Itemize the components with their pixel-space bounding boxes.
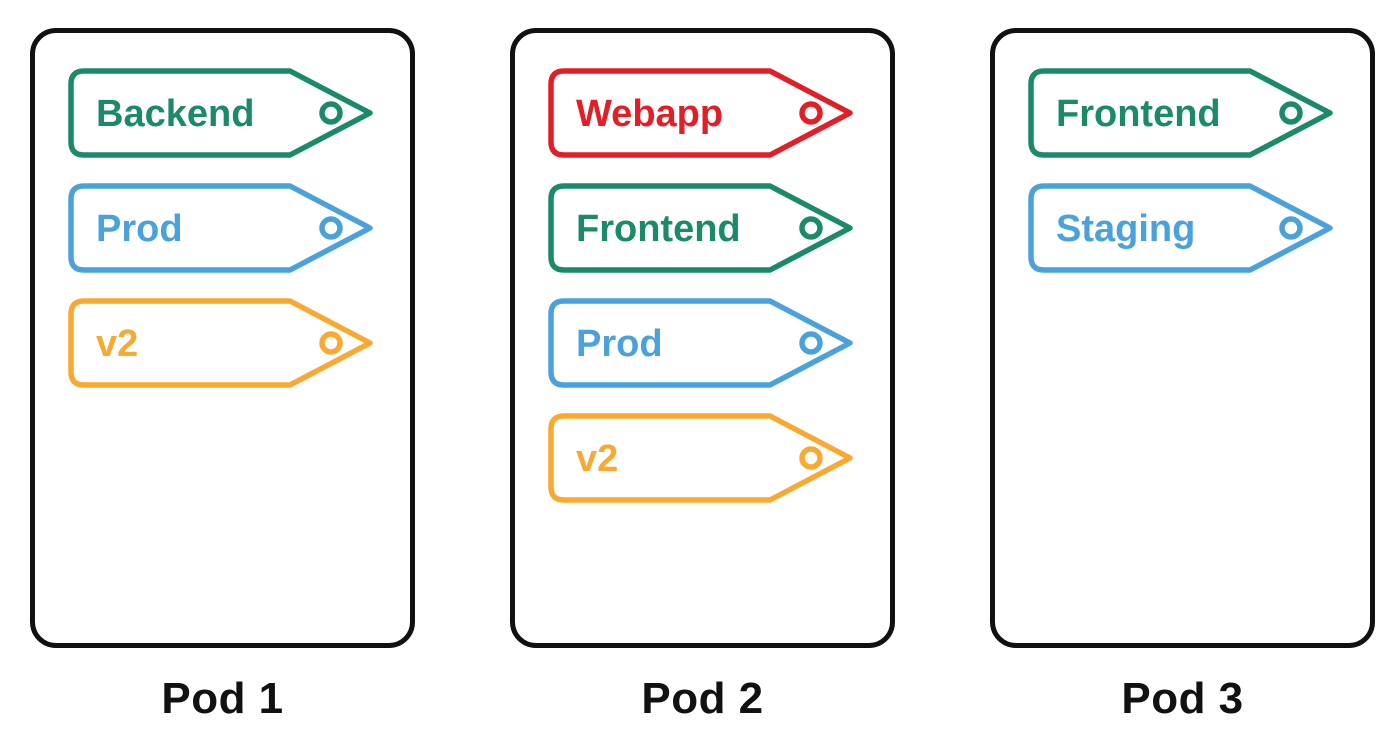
tag-hole-icon [1279,101,1303,125]
tag-label: Prod [576,323,663,365]
tag-hole-icon [1279,216,1303,240]
tag-shape: Backend [68,68,373,158]
tag-staging: Staging [1028,183,1333,273]
tag-webapp: Webapp [548,68,853,158]
tag-hole-icon [799,216,823,240]
tag-outline [68,298,373,388]
tag-hole-icon [319,331,343,355]
tag-hole-icon [319,101,343,125]
tag-hole-icon [799,331,823,355]
tag-label: v2 [576,438,618,480]
tag-label: Webapp [576,93,723,135]
tag-outline [548,68,853,158]
tag-v2: v2 [548,413,853,503]
tag-prod: Prod [68,183,373,273]
tag-outline [68,183,373,273]
tag-shape: Prod [548,298,853,388]
tag-label: Frontend [576,208,741,250]
tag-shape: v2 [68,298,373,388]
tag-shape: Prod [68,183,373,273]
pod-1-caption: Pod 1 [161,674,284,723]
tag-shape: Frontend [548,183,853,273]
tag-outline [548,183,853,273]
tag-outline [1028,183,1333,273]
pod-3-caption: Pod 3 [1121,674,1244,723]
tag-outline [68,68,373,158]
tag-frontend: Frontend [1028,68,1333,158]
tag-hole-icon [319,216,343,240]
tag-shape: Webapp [548,68,853,158]
tag-outline [1028,68,1333,158]
tag-backend: Backend [68,68,373,158]
tag-label: Backend [96,93,254,135]
tag-frontend: Frontend [548,183,853,273]
pod-2-caption: Pod 2 [641,674,764,723]
tag-label: Frontend [1056,93,1221,135]
tag-label: Prod [96,208,183,250]
tag-label: Staging [1056,208,1195,250]
tag-v2: v2 [68,298,373,388]
tag-outline [548,298,853,388]
tag-shape: v2 [548,413,853,503]
tag-shape: Frontend [1028,68,1333,158]
tag-hole-icon [799,446,823,470]
tag-prod: Prod [548,298,853,388]
tag-hole-icon [799,101,823,125]
tag-label: v2 [96,323,138,365]
tag-shape: Staging [1028,183,1333,273]
tag-outline [548,413,853,503]
